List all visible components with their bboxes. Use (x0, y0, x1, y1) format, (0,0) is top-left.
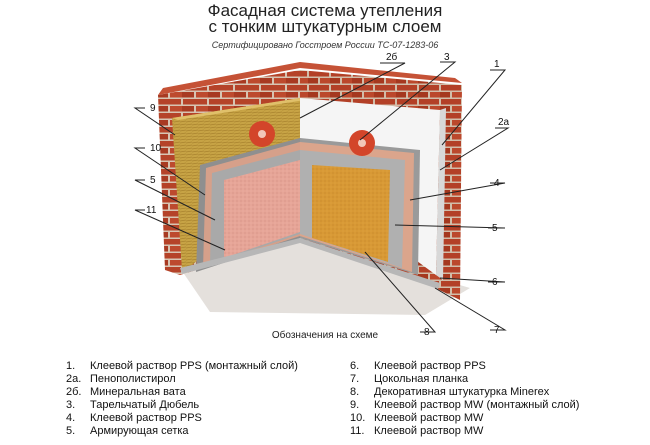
legend-item: 6.Клеевой раствор PPS (350, 360, 486, 372)
legend-item: 4.Клеевой раствор PPS (66, 412, 202, 424)
title-line-2: с тонким штукатурным слоем (208, 17, 442, 36)
callout-label: 6 (492, 277, 498, 288)
orange-plaster-layer (312, 165, 390, 262)
plate-dowel-icon (249, 121, 375, 156)
callout-label: 7 (494, 325, 500, 336)
title-line-1: Фасадная система утепления (207, 1, 443, 20)
legend-item: 2б.Минеральная вата (66, 386, 186, 398)
callout-label: 8 (424, 327, 430, 338)
legend-item: 5.Армирующая сетка (66, 425, 189, 437)
legend-item: 1.Клеевой раствор PPS (монтажный слой) (66, 360, 298, 372)
pink-plaster-layer (224, 160, 300, 258)
callout-label: 4 (494, 178, 500, 189)
legend-left: 1.Клеевой раствор PPS (монтажный слой) 2… (66, 360, 298, 438)
legend-item: 11.Клеевой раствор MW (350, 425, 484, 437)
legend-caption: Обозначения на схеме (271, 330, 379, 341)
callout-label: 5 (150, 175, 156, 186)
callout-label: 10 (150, 143, 162, 154)
legend-item: 7.Цокольная планка (350, 373, 469, 385)
legend-item: 9.Клеевой раствор MW (монтажный слой) (350, 399, 580, 411)
legend-item: 10.Клеевой раствор MW (350, 412, 484, 424)
callout-label: 5 (492, 223, 498, 234)
callout-label: 9 (150, 103, 156, 114)
callout-label: 1 (494, 59, 500, 70)
legend-item: 2а.Пенополистирол (66, 373, 176, 385)
legend-item: 3.Тарельчатый Дюбель (66, 399, 200, 411)
legend-right: 6.Клеевой раствор PPS 7.Цокольная планка… (350, 360, 579, 438)
callout-label: 2б (386, 51, 398, 63)
callout-label: 11 (146, 205, 157, 216)
callout-label: 3 (444, 52, 450, 63)
legend-item: 8.Декоративная штукатурка Minerex (350, 386, 550, 398)
certification-note: Сертифицировано Госстроем России ТС-07-1… (211, 40, 439, 50)
callout-label: 2а (498, 117, 510, 128)
